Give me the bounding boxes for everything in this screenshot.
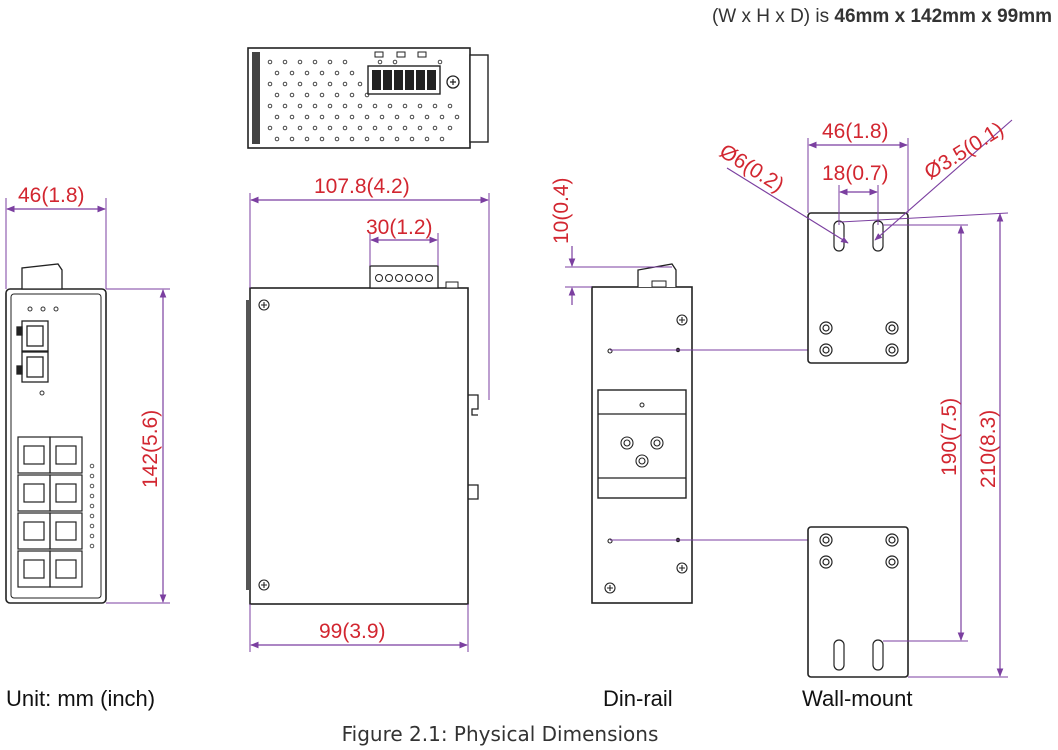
terminal-width-label: 30(1.2) bbox=[366, 216, 433, 239]
side-depth-label: 99(3.9) bbox=[319, 620, 386, 643]
hole-spacing-label: 190(7.5) bbox=[938, 398, 961, 476]
top-terminal-block bbox=[367, 51, 460, 95]
front-view bbox=[5, 198, 170, 604]
large-hole-label: Ø6(0.2) bbox=[715, 140, 788, 197]
top-view bbox=[247, 47, 489, 149]
wall-mount-view bbox=[726, 119, 1013, 678]
din-rail-label: Din-rail bbox=[603, 686, 673, 711]
figure-caption: Figure 2.1: Physical Dimensions bbox=[341, 722, 659, 746]
front-height-label: 142(5.6) bbox=[139, 410, 162, 488]
wall-mount-label: Wall-mount bbox=[802, 686, 913, 711]
vent-holes bbox=[267, 59, 460, 142]
header-dimensions: 46mm x 142mm x 99mm bbox=[834, 6, 1052, 27]
port-leds bbox=[89, 463, 95, 549]
dimensions-header: (W x H x D) is 46mm x 142mm x 99mm bbox=[712, 6, 1052, 28]
unit-label: Unit: mm (inch) bbox=[6, 686, 156, 711]
rj45-ports bbox=[17, 436, 83, 588]
front-leds bbox=[27, 306, 59, 396]
wall-width-label: 46(1.8) bbox=[822, 120, 889, 143]
header-prefix: (W x H x D) is bbox=[711, 6, 835, 27]
small-hole-label: Ø3.5(0.1) bbox=[920, 118, 1007, 185]
total-height-label: 210(8.3) bbox=[977, 410, 1000, 488]
side-view bbox=[246, 193, 490, 652]
front-width-label: 46(1.8) bbox=[18, 184, 85, 207]
din-rail-view bbox=[565, 246, 820, 604]
side-length-label: 107.8(4.2) bbox=[314, 175, 410, 198]
rail-offset-label: 10(0.4) bbox=[550, 177, 573, 244]
slot-spacing-label: 18(0.7) bbox=[822, 162, 889, 185]
sfp-ports bbox=[16, 320, 49, 383]
